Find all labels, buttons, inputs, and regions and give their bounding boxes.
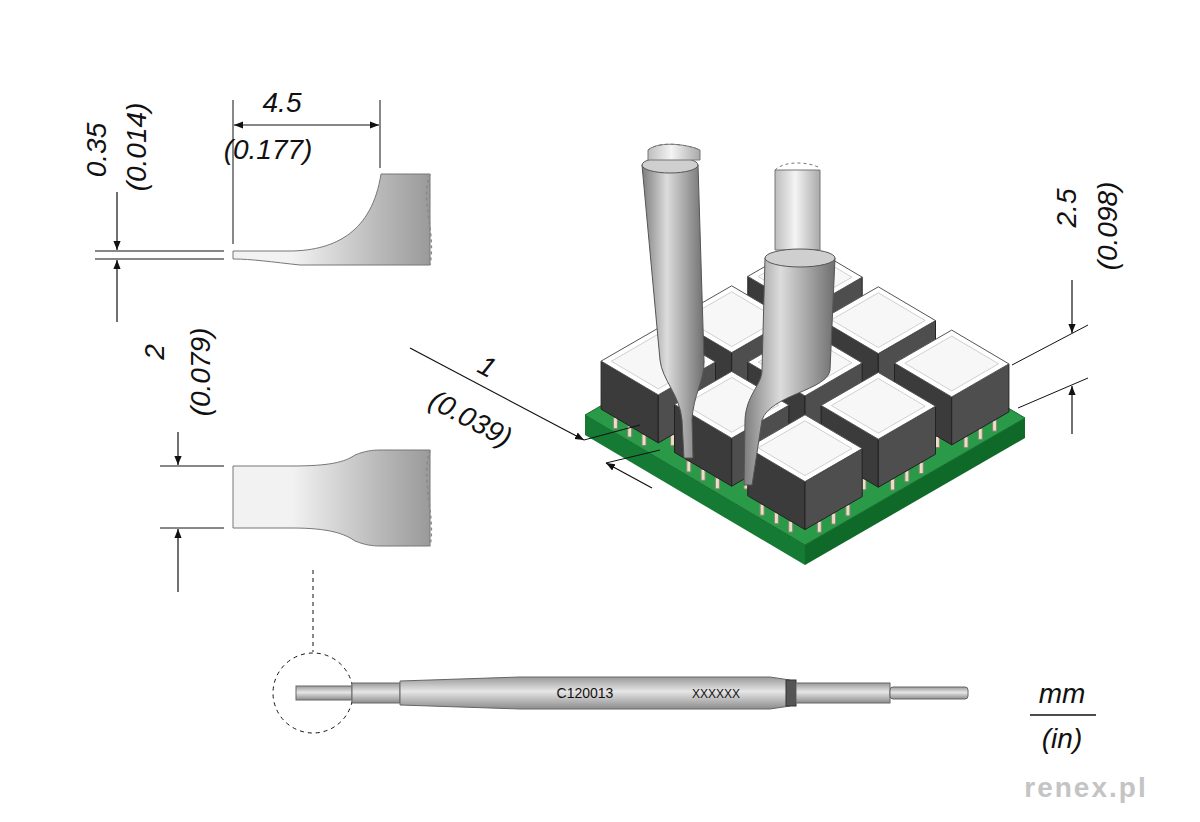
side-view bbox=[95, 100, 431, 322]
component-face bbox=[831, 378, 925, 433]
component-face bbox=[715, 478, 719, 489]
component-face bbox=[846, 505, 850, 516]
unit-rule bbox=[1030, 714, 1096, 716]
component-face bbox=[978, 428, 982, 439]
dimension-blade bbox=[410, 348, 660, 488]
serial-mark: XXXXXX bbox=[692, 688, 740, 700]
component-face bbox=[891, 479, 895, 490]
component-face bbox=[905, 471, 909, 482]
unit-text: mm bbox=[1039, 680, 1086, 708]
component-face bbox=[758, 421, 852, 476]
component-face bbox=[613, 418, 617, 429]
component-face bbox=[821, 287, 935, 354]
component-face bbox=[642, 435, 646, 446]
component-face bbox=[760, 504, 764, 515]
component-face bbox=[993, 420, 997, 431]
dimension-text: (0.039) bbox=[424, 386, 515, 452]
dimension-height bbox=[1012, 280, 1088, 434]
component-face bbox=[919, 463, 923, 474]
component-face bbox=[905, 336, 999, 391]
watermark: renex.pl bbox=[1024, 774, 1147, 802]
cartridge bbox=[273, 653, 968, 733]
dimension-text: 2 bbox=[141, 344, 169, 360]
component-face bbox=[774, 513, 778, 524]
dimension-text: (0.079) bbox=[187, 328, 215, 417]
dimension-text: 0.35 bbox=[83, 123, 111, 178]
dimension-text: (0.014) bbox=[123, 103, 151, 192]
dimension-text: (0.098) bbox=[1094, 182, 1122, 271]
component-face bbox=[701, 469, 705, 480]
top-view bbox=[160, 432, 431, 652]
component-face bbox=[817, 521, 821, 532]
tip-left bbox=[642, 144, 704, 458]
component-face bbox=[832, 513, 836, 524]
component-face bbox=[789, 521, 793, 532]
component-face bbox=[687, 461, 691, 472]
unit-text: (in) bbox=[1042, 725, 1082, 753]
dimension-text: 1 bbox=[474, 351, 501, 383]
component-face bbox=[748, 415, 862, 482]
tip-right bbox=[744, 163, 835, 485]
dimension-text: 4.5 bbox=[263, 89, 302, 117]
component-face bbox=[895, 330, 1009, 397]
dimension-text: 2.5 bbox=[1053, 189, 1081, 228]
dimension-text: (0.177) bbox=[224, 136, 313, 164]
component-face bbox=[964, 437, 968, 448]
component-face bbox=[831, 293, 925, 348]
component-face bbox=[821, 372, 935, 439]
part-number: C120013 bbox=[557, 686, 614, 700]
